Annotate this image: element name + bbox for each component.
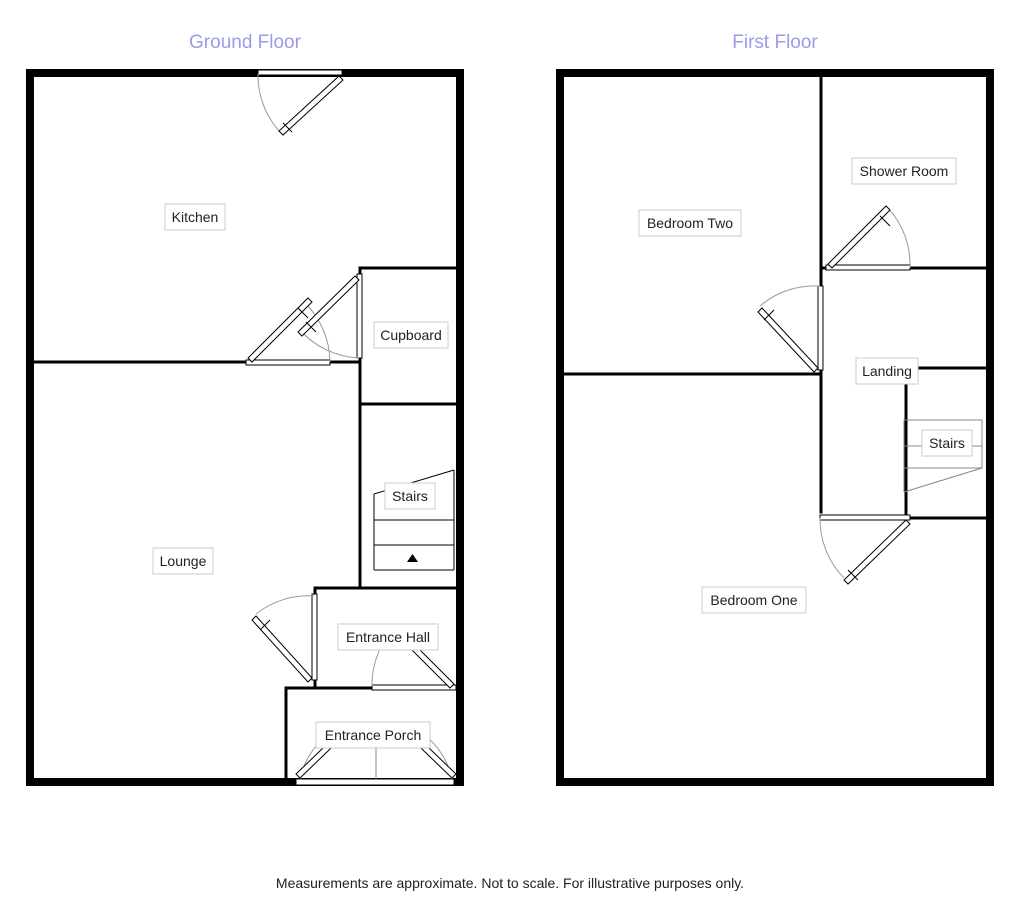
ground-stairs-label: Stairs [392,488,428,504]
room-label-lounge: Lounge [152,547,214,575]
cupboard-label: Cupboard [380,327,442,343]
landing-label: Landing [862,363,912,379]
ground-stairs [373,469,455,571]
lounge-hall-door [251,593,318,683]
first-stairs-label: Stairs [929,435,965,451]
room-label-ground-stairs: Stairs [384,482,436,510]
room-label-kitchen: Kitchen [164,203,226,231]
room-label-entrance-porch: Entrance Porch [315,721,431,749]
first-floor-title: First Floor [732,32,818,53]
room-label-cupboard: Cupboard [373,321,449,349]
lounge-label: Lounge [160,553,207,569]
kitchen-label: Kitchen [172,209,219,225]
ground-floor-plan: Kitchen Cupboard Stairs Lounge Entrance … [26,69,464,786]
bedroom-two-label: Bedroom Two [647,215,733,231]
disclaimer-text: Measurements are approximate. Not to sca… [276,875,744,891]
room-label-landing: Landing [855,357,919,385]
entrance-porch-label: Entrance Porch [325,727,422,743]
kitchen-lounge-door [245,297,331,366]
room-label-first-stairs: Stairs [921,429,973,457]
first-outer-walls [556,69,994,786]
kitchen-back-door [257,69,344,136]
bedroom-two-door [757,285,824,373]
ground-outer-walls [26,69,464,786]
first-floor-plan: Bedroom Two Shower Room Landing Stairs B… [556,69,994,786]
stairs-up-arrow-icon [407,554,418,562]
room-label-entrance-hall: Entrance Hall [337,623,439,651]
room-label-bedroom-one: Bedroom One [701,586,807,614]
room-label-shower-room: Shower Room [851,157,957,185]
cupboard-door [297,273,363,359]
shower-room-label: Shower Room [860,163,949,179]
room-label-bedroom-two: Bedroom Two [638,209,742,237]
bedroom-one-door [819,514,911,585]
ground-floor-title: Ground Floor [189,32,302,53]
shower-room-door [825,205,911,271]
entrance-hall-label: Entrance Hall [346,629,430,645]
bedroom-one-label: Bedroom One [710,592,797,608]
